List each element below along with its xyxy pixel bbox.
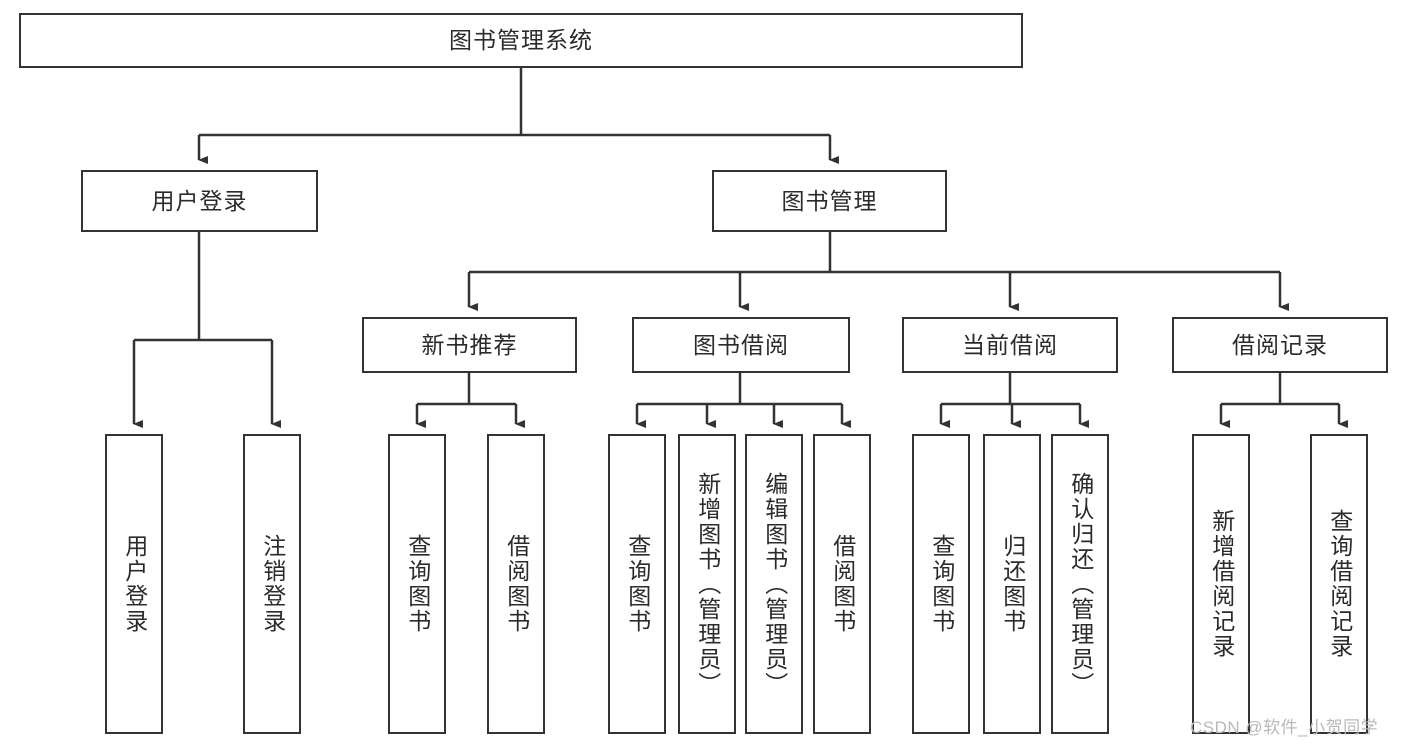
edge-newbook-to-leaves xyxy=(415,373,525,428)
node-leaf-add-book-admin-label: 新增图书（管理员） xyxy=(694,471,721,697)
node-leaf-confirm-return-admin[interactable]: 确认归还（管理员） xyxy=(1051,434,1109,734)
node-new-book-recommend[interactable]: 新书推荐 xyxy=(362,317,577,373)
node-leaf-query-book-borrow[interactable]: 查询图书 xyxy=(608,434,666,734)
node-leaf-user-logout[interactable]: 注销登录 xyxy=(243,434,301,734)
node-leaf-query-book-current[interactable]: 查询图书 xyxy=(912,434,970,734)
node-leaf-user-login[interactable]: 用户登录 xyxy=(105,434,163,734)
node-leaf-borrow-book-recommend[interactable]: 借阅图书 xyxy=(487,434,545,734)
node-leaf-borrow-book-recommend-label: 借阅图书 xyxy=(503,534,530,634)
node-current-borrow-label: 当前借阅 xyxy=(962,331,1058,358)
node-leaf-edit-book-admin-label: 编辑图书（管理员） xyxy=(761,471,788,697)
node-user-login[interactable]: 用户登录 xyxy=(81,170,318,232)
node-book-management[interactable]: 图书管理 xyxy=(712,170,947,232)
node-book-borrow-label: 图书借阅 xyxy=(693,331,789,358)
node-root-system[interactable]: 图书管理系统 xyxy=(19,13,1023,68)
node-leaf-query-book-current-label: 查询图书 xyxy=(928,534,955,634)
node-leaf-edit-book-admin[interactable]: 编辑图书（管理员） xyxy=(745,434,803,734)
node-leaf-query-book-borrow-label: 查询图书 xyxy=(624,534,651,634)
node-borrow-record-label: 借阅记录 xyxy=(1232,331,1328,358)
csdn-watermark: CSDN @软件_小贺同学 xyxy=(1190,718,1379,737)
node-leaf-query-book-recommend[interactable]: 查询图书 xyxy=(388,434,446,734)
node-book-borrow[interactable]: 图书借阅 xyxy=(632,317,850,373)
edge-userlogin-to-leaves xyxy=(132,232,281,428)
node-leaf-confirm-return-admin-label: 确认归还（管理员） xyxy=(1067,471,1094,697)
node-user-login-label: 用户登录 xyxy=(151,187,248,214)
edge-bookborrow-to-leaves xyxy=(635,373,851,428)
edge-currentborrow-to-leaves xyxy=(939,373,1089,428)
node-borrow-record[interactable]: 借阅记录 xyxy=(1172,317,1388,373)
node-leaf-query-borrow-record-label: 查询借阅记录 xyxy=(1326,509,1353,659)
node-leaf-borrow-book[interactable]: 借阅图书 xyxy=(813,434,871,734)
node-leaf-query-book-recommend-label: 查询图书 xyxy=(404,534,431,634)
edge-borrowrecord-to-leaves xyxy=(1219,373,1348,428)
node-root-label: 图书管理系统 xyxy=(449,27,593,54)
node-current-borrow[interactable]: 当前借阅 xyxy=(902,317,1118,373)
node-new-book-recommend-label: 新书推荐 xyxy=(421,331,518,358)
node-leaf-return-book-label: 归还图书 xyxy=(999,534,1026,634)
edge-bookmgmt-to-level3 xyxy=(467,232,1289,311)
node-leaf-query-borrow-record[interactable]: 查询借阅记录 xyxy=(1310,434,1368,734)
node-leaf-return-book[interactable]: 归还图书 xyxy=(983,434,1041,734)
node-leaf-add-borrow-record[interactable]: 新增借阅记录 xyxy=(1192,434,1250,734)
node-leaf-add-borrow-record-label: 新增借阅记录 xyxy=(1208,509,1235,659)
node-book-management-label: 图书管理 xyxy=(781,187,878,214)
node-leaf-add-book-admin[interactable]: 新增图书（管理员） xyxy=(678,434,736,734)
node-leaf-user-login-label: 用户登录 xyxy=(121,534,148,634)
node-leaf-user-logout-label: 注销登录 xyxy=(259,534,286,634)
edge-root-to-level2 xyxy=(197,68,839,164)
node-leaf-borrow-book-label: 借阅图书 xyxy=(829,534,856,634)
